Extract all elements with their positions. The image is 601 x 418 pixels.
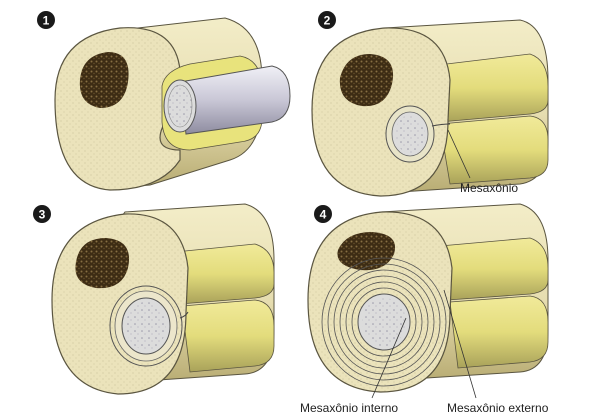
step-number-4: 4 xyxy=(320,208,327,222)
roll-lower xyxy=(440,116,548,184)
label-mesaxonio-interno: Mesaxônio interno xyxy=(300,401,398,415)
roll-upper xyxy=(440,238,548,300)
roll-lower xyxy=(182,300,274,372)
roll-upper xyxy=(175,244,274,304)
roll-lower xyxy=(450,296,548,368)
step-number-3: 3 xyxy=(39,208,46,222)
label-mesaxonio-externo: Mesaxônio externo xyxy=(447,401,549,415)
step-number-1: 1 xyxy=(43,14,50,28)
panel-2: Mesaxônio 2 xyxy=(312,11,548,196)
panel-4: Mesaxônio interno Mesaxônio externo 4 xyxy=(300,204,549,415)
panel-3: 3 xyxy=(33,204,274,394)
step-number-2: 2 xyxy=(324,14,331,28)
panel-1: 1 xyxy=(37,11,290,190)
label-mesaxonio: Mesaxônio xyxy=(460,181,518,195)
